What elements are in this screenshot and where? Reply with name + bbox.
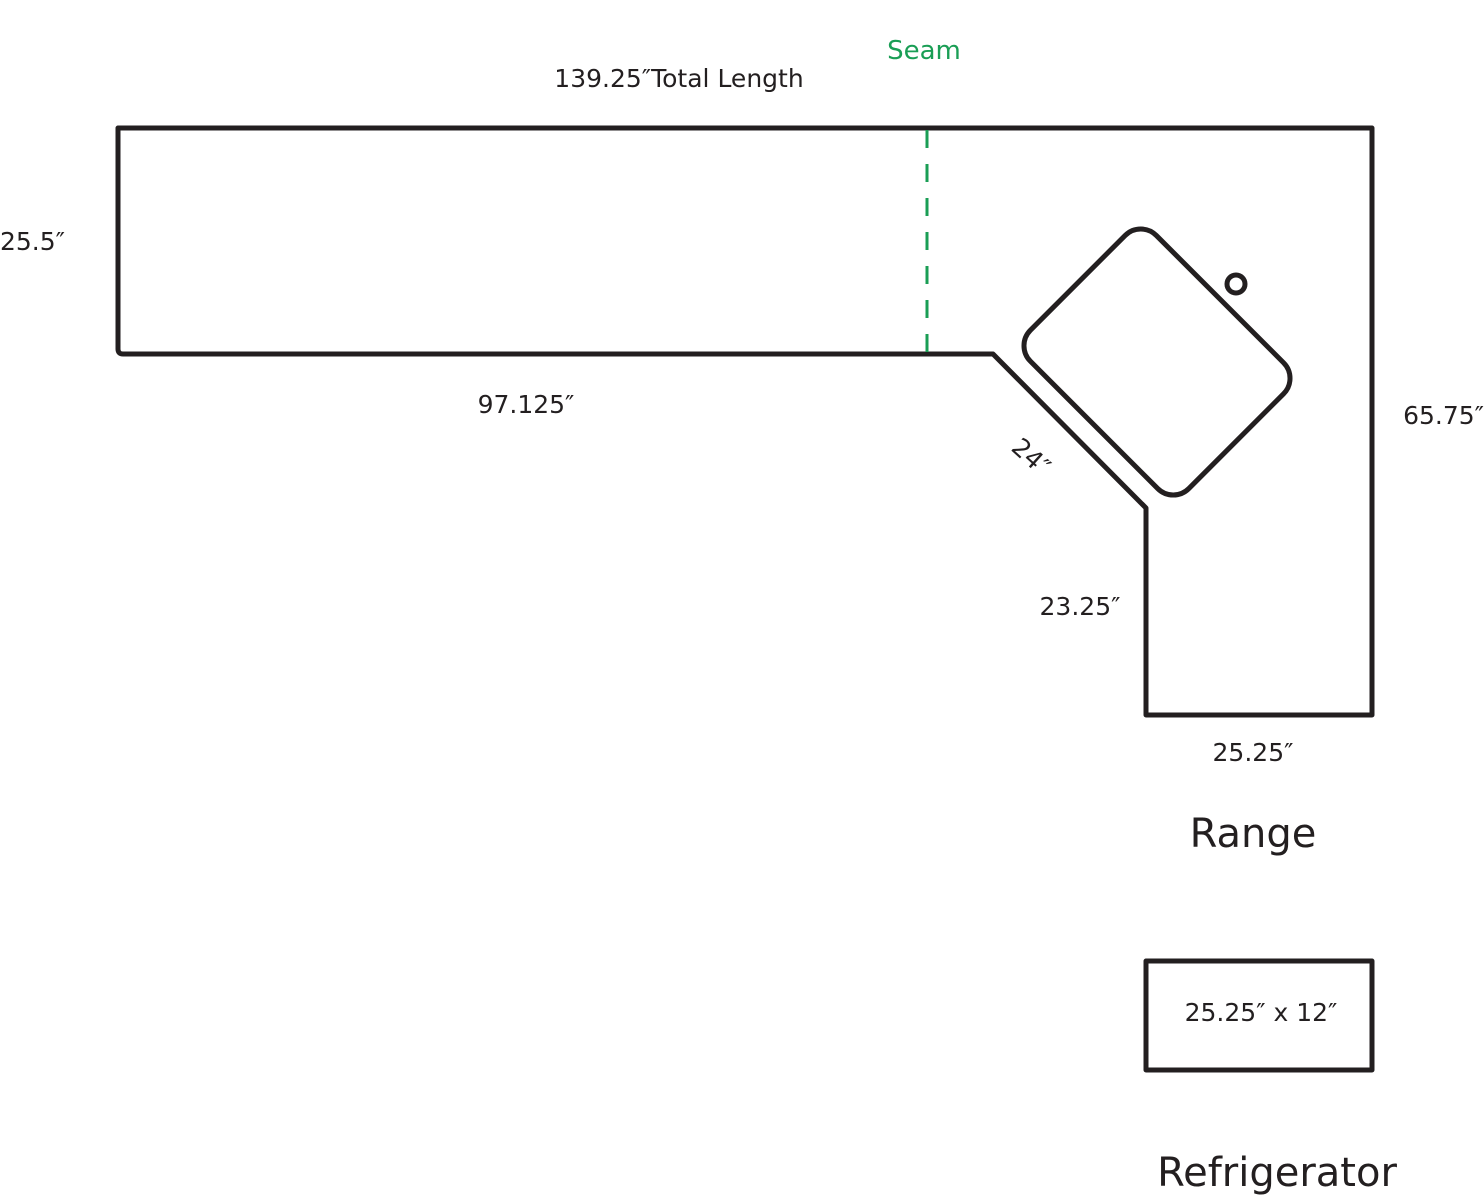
sink-cutout — [1021, 226, 1293, 498]
refrigerator-label: Refrigerator — [1157, 1150, 1397, 1196]
inner-leg-label: 23.25″ — [1040, 592, 1121, 621]
refrigerator-piece-label: 25.25″ x 12″ — [1185, 998, 1338, 1027]
left-depth-label: 25.5″ — [0, 227, 65, 256]
seam-label: Seam — [887, 36, 961, 66]
leg-width-label: 25.25″ — [1213, 738, 1294, 767]
right-depth-label: 65.75″ — [1403, 401, 1484, 430]
countertop-outline — [115, 125, 1375, 718]
range-label: Range — [1190, 811, 1317, 857]
faucet-hole — [1224, 272, 1248, 296]
diagonal-label: 24″ — [1006, 432, 1056, 481]
refrigerator-piece-outline — [1143, 958, 1375, 1073]
total-length-label: 139.25″Total Length — [554, 64, 803, 93]
bottom-run-label: 97.125″ — [478, 390, 575, 419]
